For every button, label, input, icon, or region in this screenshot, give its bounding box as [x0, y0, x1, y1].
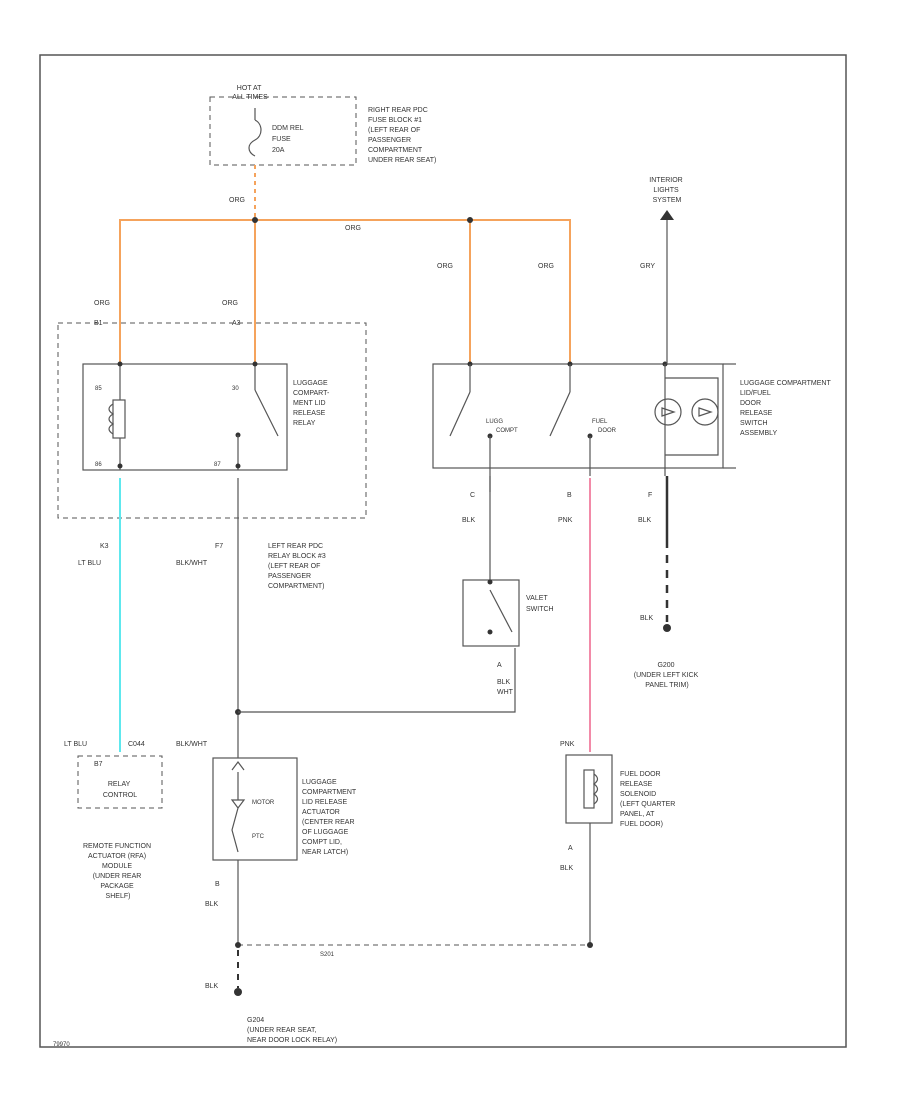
wire-label-ltblu: LT BLU: [64, 741, 87, 748]
wire-label-pnk: PNK: [558, 517, 573, 524]
terminal-dot: [117, 463, 123, 469]
wire-label-pnk: PNK: [560, 741, 575, 748]
interior-lights-label: INTERIOR LIGHTS SYSTEM: [649, 177, 684, 204]
valet-return-wire: [238, 648, 516, 713]
wire-label-org: ORG: [94, 300, 110, 307]
valet-switch-body: [462, 579, 520, 647]
lamp-icon: [691, 398, 719, 426]
ground-bottom-label: G204 (UNDER REAR SEAT, NEAR DOOR LOCK RE…: [247, 1017, 337, 1044]
figure-number: 79970: [53, 1042, 70, 1048]
fuel-switch-blade: [549, 391, 571, 437]
actuator-body: [212, 757, 298, 861]
wire-label-org: ORG: [437, 263, 453, 270]
valet-contact: [487, 579, 493, 585]
actuator-connector-icon: [231, 761, 245, 771]
terminal-a3: A3: [232, 320, 241, 327]
terminal-30: 30: [232, 386, 239, 392]
splice-dot: [467, 217, 473, 223]
lugg-switch-blade: [449, 391, 471, 437]
terminal-c44: C044: [128, 741, 145, 748]
relay-name: LUGGAGE COMPART- MENT LID RELEASE RELAY: [293, 380, 331, 427]
terminal-dot: [252, 361, 258, 367]
valet-contact: [487, 629, 493, 635]
terminal-f: F: [648, 492, 652, 499]
solenoid-body: [565, 754, 613, 824]
fuse-symbol: [248, 108, 262, 157]
lamp-icon: [654, 398, 682, 426]
rfa-module-outline: [77, 755, 163, 809]
actuator-name: LUGGAGE COMPARTMENT LID RELEASE ACTUATOR…: [302, 779, 358, 856]
terminal-a: A: [568, 845, 573, 852]
fuse-block-description: RIGHT REAR PDC FUSE BLOCK #1 (LEFT REAR …: [368, 107, 436, 164]
relay-coil: [112, 399, 126, 439]
relay-location: LEFT REAR PDC RELAY BLOCK #3 (LEFT REAR …: [268, 543, 328, 590]
wire-label-blkwht: BLK/WHT: [176, 560, 208, 567]
relay-switch-blade: [254, 389, 279, 437]
terminal-dot: [117, 361, 123, 367]
hot-at-all-times-label: HOT AT ALL TIMES: [232, 85, 268, 101]
terminal-b: B: [215, 881, 220, 888]
interior-lights-arrow-icon: [660, 210, 674, 220]
valet-switch-label: VALET SWITCH: [526, 595, 554, 613]
wire-label-gry: GRY: [640, 263, 655, 270]
motor-label: MOTOR: [252, 800, 275, 806]
splice-dot: [235, 942, 241, 948]
solenoid-winding: [592, 773, 599, 805]
wire-label-blk: BLK: [640, 615, 654, 622]
terminal-c: C: [470, 492, 475, 499]
relay-body: [82, 363, 288, 471]
motor-symbol-icon: [230, 772, 246, 853]
valet-switch-blade: [489, 589, 513, 633]
wire-label-blk: BLK: [462, 517, 476, 524]
wire-label-blk: BLK: [205, 901, 219, 908]
terminal-dot: [235, 463, 241, 469]
diagram-frame: [39, 54, 847, 1048]
rfa-module-name: REMOTE FUNCTION ACTUATOR (RFA) MODULE (U…: [83, 843, 153, 900]
wire-label-org: ORG: [229, 197, 245, 204]
lugg-compt-label: LUGG COMPT: [486, 419, 518, 434]
wire-label-ltblu: LT BLU: [78, 560, 101, 567]
lamp-filament: [661, 407, 713, 417]
solenoid-coil: [583, 769, 595, 809]
splice-dot: [587, 942, 593, 948]
fuel-door-label: FUEL DOOR: [592, 419, 617, 434]
ground-right-label: G200 (UNDER LEFT KICK PANEL TRIM): [634, 662, 700, 689]
fuse-block-outline: [209, 96, 357, 166]
terminal-85: 85: [95, 386, 102, 392]
wire-label-blkwht: BLK/WHT: [176, 741, 208, 748]
wire-label-org: ORG: [345, 225, 361, 232]
switch-assembly-name: LUGGAGE COMPARTMENT LID/FUEL DOOR RELEAS…: [740, 380, 833, 437]
rfa-relay-control-label: RELAY CONTROL: [103, 781, 137, 799]
ground-dot: [663, 624, 671, 632]
terminal-a: A: [497, 662, 502, 669]
lamp-bracket: [665, 377, 719, 456]
terminal-k3: K3: [100, 543, 109, 550]
wire-label-blk: BLK: [560, 865, 574, 872]
org-bus-wire: [119, 219, 571, 364]
terminal-f7: F7: [215, 543, 223, 550]
fuse-label: DDM REL FUSE 20A: [272, 125, 305, 154]
wire-label-org: ORG: [538, 263, 554, 270]
splice-dot: [252, 217, 258, 223]
relay-block-outline: [57, 322, 367, 519]
wire-label-org: ORG: [222, 300, 238, 307]
wire-label-blkwht: BLK WHT: [497, 679, 514, 696]
terminal-87: 87: [214, 462, 221, 468]
terminal-b: B: [567, 492, 572, 499]
wire-label-blk: BLK: [638, 517, 652, 524]
switch-assembly-body: [432, 363, 724, 469]
terminal-b7: B7: [94, 761, 103, 768]
splice-label: S201: [320, 952, 335, 958]
terminal-86: 86: [95, 462, 102, 468]
wire-label-blk: BLK: [205, 983, 219, 990]
org-wires: [119, 219, 571, 364]
ground-dot: [234, 988, 242, 996]
ptc-label: PTC: [252, 834, 265, 840]
solenoid-name: FUEL DOOR RELEASE SOLENOID (LEFT QUARTER…: [620, 771, 677, 828]
relay-coil-winding: [108, 403, 115, 435]
